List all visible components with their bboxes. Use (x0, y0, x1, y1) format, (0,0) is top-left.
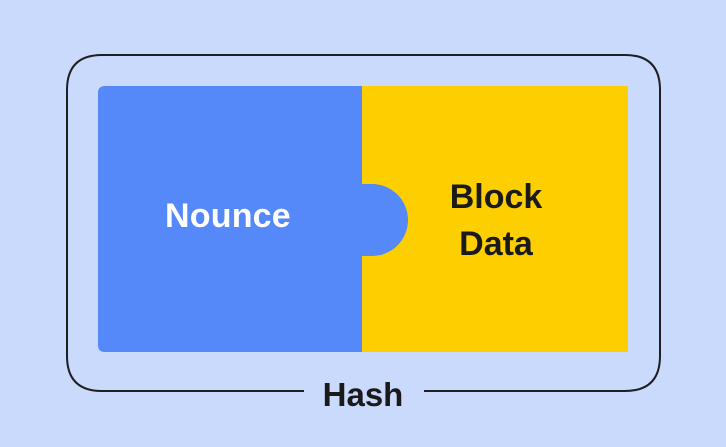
block-data-label-line2: Data (459, 225, 533, 263)
nounce-piece (98, 86, 408, 352)
block-data-label-line1: Block (449, 178, 543, 216)
hash-label: Hash (322, 376, 404, 413)
nounce-label: Nounce (165, 197, 291, 235)
hash-frame (66, 54, 661, 392)
